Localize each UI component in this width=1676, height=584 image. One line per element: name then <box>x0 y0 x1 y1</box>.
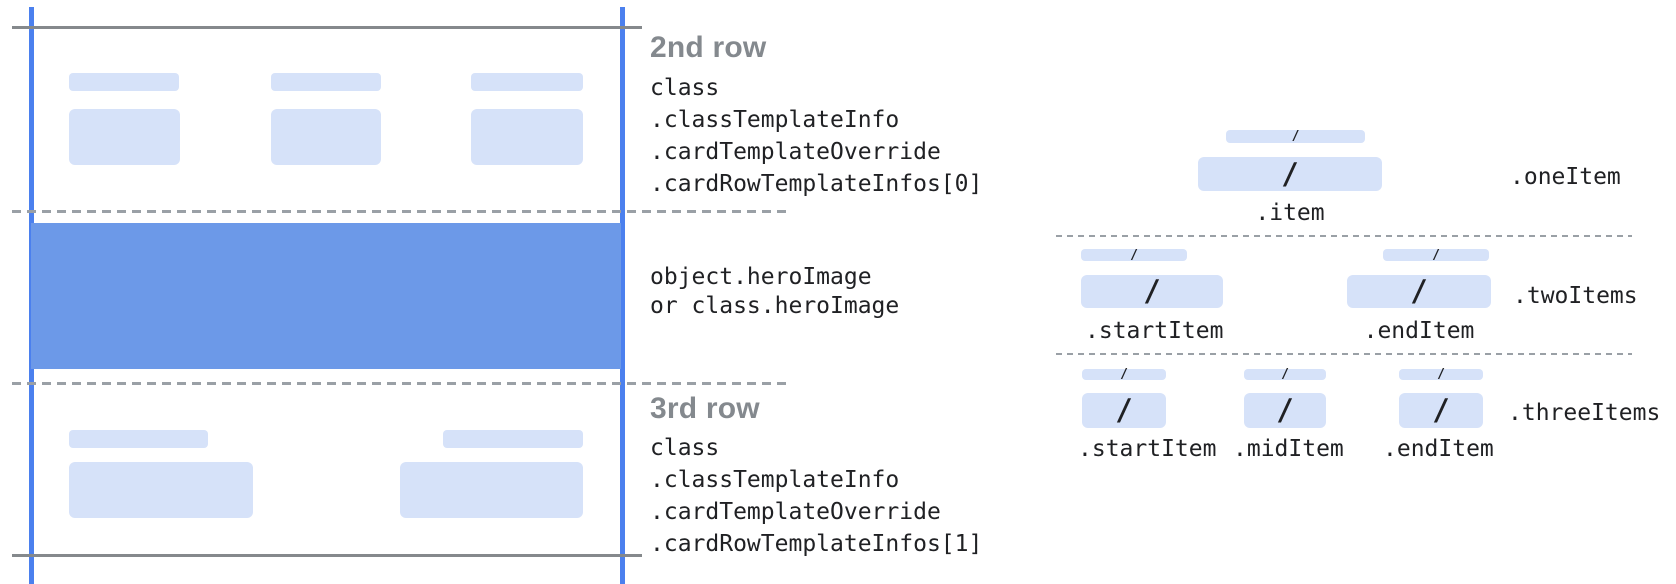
slash-glyph: / <box>1281 367 1289 382</box>
threeitems-end-label-bar: / <box>1399 367 1483 382</box>
threeitems-start-label: .startItem <box>1078 436 1217 462</box>
twoitems-end-label-bar: / <box>1383 247 1489 263</box>
row3-col2-label-placeholder <box>443 430 583 448</box>
oneitem-label-bar: / <box>1226 130 1365 143</box>
slash-glyph: / <box>1291 129 1300 144</box>
row2-path-line: class <box>650 75 720 101</box>
row3-col1-value-placeholder <box>69 462 253 518</box>
row2-col2-label-placeholder <box>271 73 381 91</box>
row3-path-line: .classTemplateInfo <box>650 467 900 493</box>
row3-path-line: .cardTemplateOverride <box>650 499 941 525</box>
hero-image-band <box>31 223 621 369</box>
row2-col1-label-placeholder <box>69 73 179 91</box>
row2-col3-value-placeholder <box>471 109 583 165</box>
row2-col2-value-placeholder <box>271 109 381 165</box>
slash-glyph: / <box>1432 247 1440 263</box>
hero-image-path: object.heroImage or class.heroImage <box>650 263 899 321</box>
row2-path-line: .classTemplateInfo <box>650 107 900 133</box>
row3-path-line: .cardRowTemplateInfos[1] <box>650 531 983 557</box>
row2-bottom-dashed-divider <box>12 210 790 213</box>
slash-glyph: / <box>1437 367 1445 382</box>
oneitem-value-bar: / <box>1198 157 1382 191</box>
hero-path-line: or class.heroImage <box>650 293 900 319</box>
row2-path-line: .cardRowTemplateInfos[0] <box>650 171 983 197</box>
hero-path-line: object.heroImage <box>650 264 872 290</box>
hero-bottom-dashed-divider <box>12 382 790 385</box>
row2-heading: 2nd row <box>650 31 767 64</box>
threeitems-start-value-bar: / <box>1082 393 1166 428</box>
slash-glyph: / <box>1143 274 1161 308</box>
row3-path-line: class <box>650 435 720 461</box>
row2-path-line: .cardTemplateOverride <box>650 139 941 165</box>
threeitems-mid-label: .midItem <box>1233 436 1344 462</box>
twoitems-group-label: .twoItems <box>1513 283 1638 309</box>
threeitems-end-value-bar: / <box>1399 393 1483 428</box>
slash-glyph: / <box>1115 393 1133 427</box>
row3-col1-label-placeholder <box>69 430 208 448</box>
slash-glyph: / <box>1432 393 1450 427</box>
oneitem-item-label: .item <box>1255 200 1325 226</box>
twoitems-end-value-bar: / <box>1347 275 1491 308</box>
twoitems-start-value-bar: / <box>1081 275 1223 308</box>
card-right-edge-guide <box>620 7 625 584</box>
threeitems-end-label: .endItem <box>1383 436 1494 462</box>
row3-col2-value-placeholder <box>400 462 583 518</box>
twoitems-start-label-bar: / <box>1081 247 1187 263</box>
items-dashed-divider-1 <box>1056 235 1632 237</box>
row2-class-path: class .classTemplateInfo .cardTemplateOv… <box>650 72 982 200</box>
twoitems-start-label: .startItem <box>1085 318 1224 344</box>
threeitems-group-label: .threeItems <box>1508 400 1661 426</box>
card-bottom-border <box>12 554 642 557</box>
row2-col1-value-placeholder <box>69 109 180 165</box>
threeitems-mid-label-bar: / <box>1244 367 1326 382</box>
oneitem-group-label: .oneItem <box>1510 164 1621 190</box>
twoitems-end-label: .endItem <box>1363 318 1475 344</box>
row3-class-path: class .classTemplateInfo .cardTemplateOv… <box>650 432 982 560</box>
card-top-border <box>12 26 642 29</box>
slash-glyph: / <box>1120 367 1128 382</box>
threeitems-start-label-bar: / <box>1082 367 1166 382</box>
row3-heading: 3rd row <box>650 392 760 425</box>
slash-glyph: / <box>1410 274 1428 308</box>
row2-col3-label-placeholder <box>471 73 583 91</box>
slash-glyph: / <box>1276 393 1294 427</box>
threeitems-mid-value-bar: / <box>1244 393 1326 428</box>
slash-glyph: / <box>1281 156 1299 191</box>
items-dashed-divider-2 <box>1056 353 1632 355</box>
slash-glyph: / <box>1130 247 1138 263</box>
